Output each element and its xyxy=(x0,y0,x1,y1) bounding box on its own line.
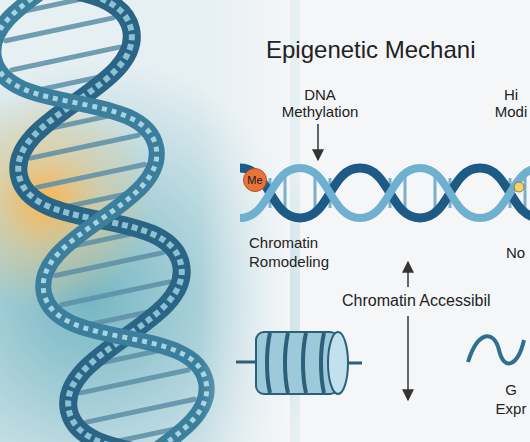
mechanism-label: DNA Methylation xyxy=(270,86,370,120)
up-arrow xyxy=(407,262,409,287)
accessibility-label: Chromatin Accessibil xyxy=(342,292,491,310)
mechanism-label: G Expr xyxy=(492,380,530,418)
diagram-title: Epigenetic Mechani xyxy=(266,36,475,64)
methyl-text: Me xyxy=(247,174,262,186)
right-helix xyxy=(240,168,530,218)
down-arrow xyxy=(407,316,409,400)
rna-squiggle xyxy=(468,336,524,363)
mechanism-label: Chromatin Romodeling xyxy=(249,233,344,271)
methylation-arrow xyxy=(317,124,319,160)
histone-mark xyxy=(514,182,524,192)
left-helix xyxy=(0,0,231,442)
methyl-badge: Me xyxy=(243,168,267,192)
mechanism-label: No xyxy=(506,244,525,261)
mechanism-label: Hi Modi xyxy=(492,86,530,120)
nucleosome xyxy=(236,332,362,394)
